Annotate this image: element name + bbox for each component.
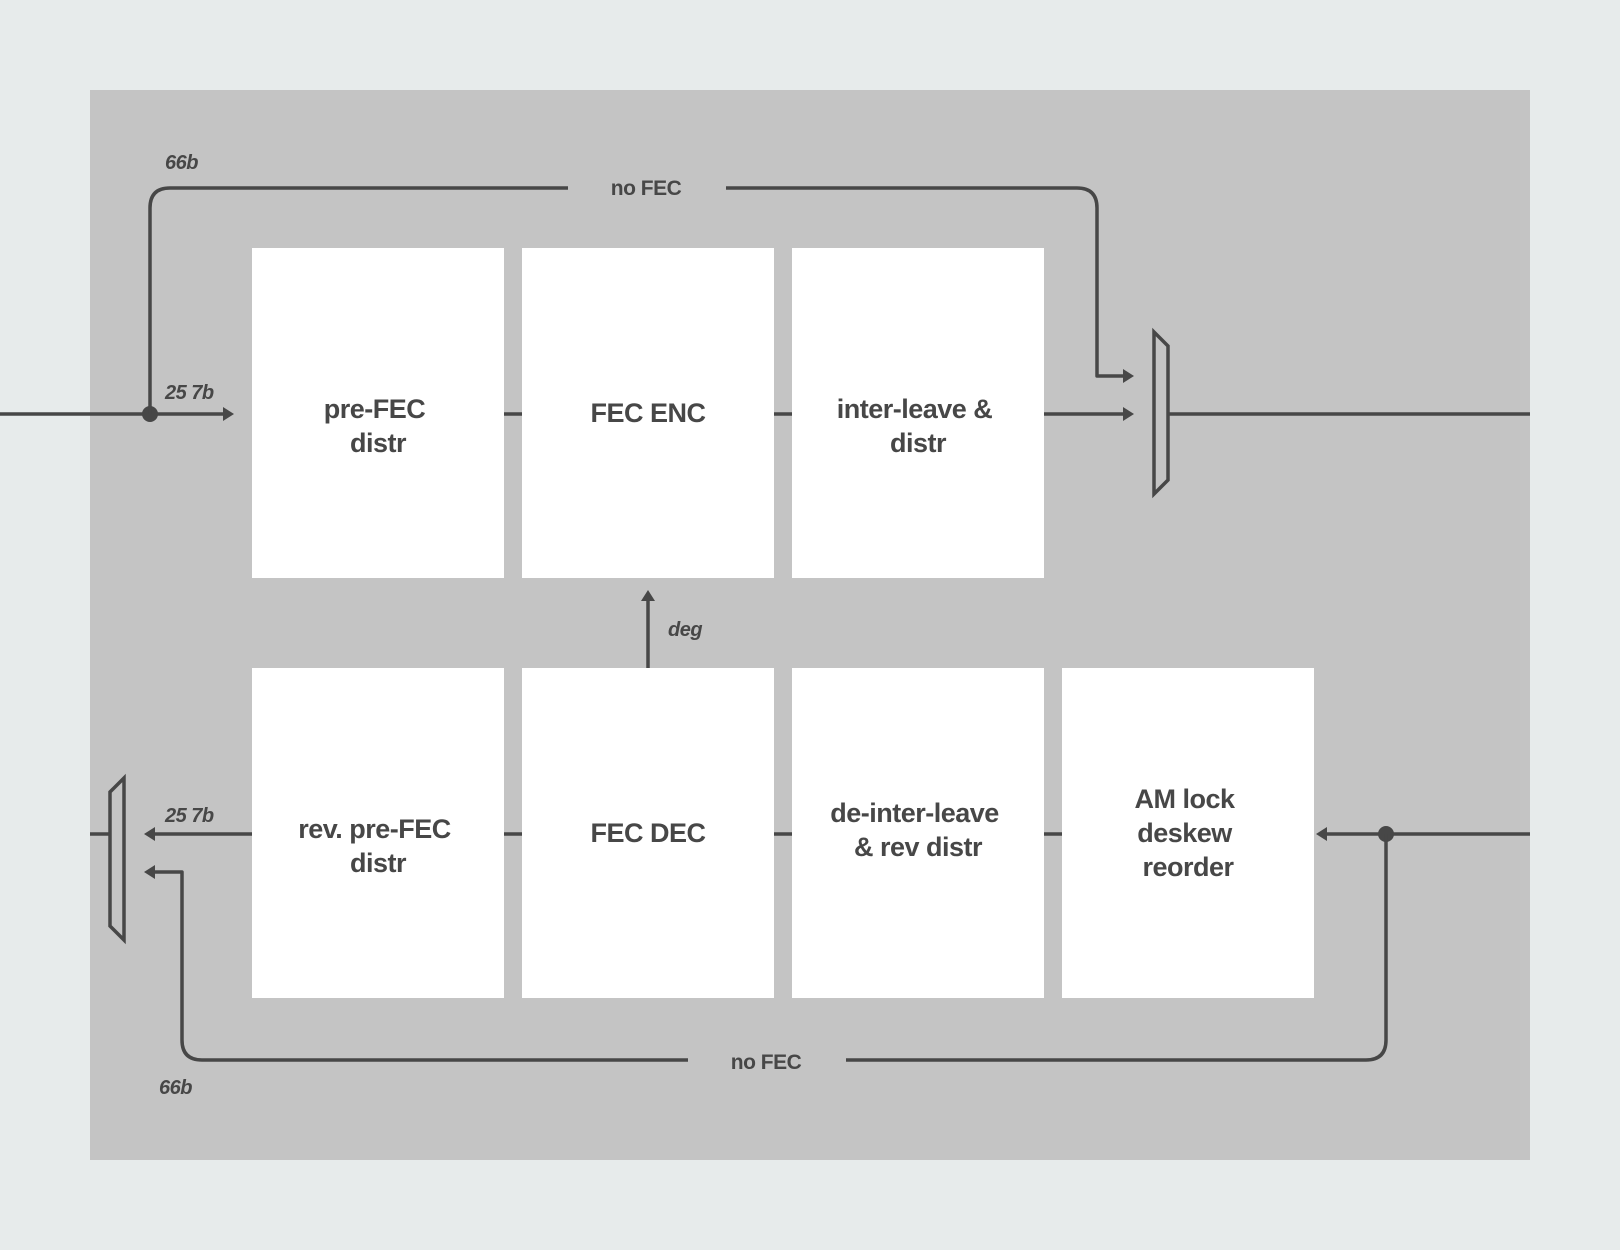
pre-fec-distr-label: pre-FEC distr bbox=[324, 394, 433, 458]
block-fec-enc bbox=[522, 248, 774, 578]
rev-pre-fec-distr-label: rev. pre-FEC distr bbox=[298, 814, 458, 878]
tx-bypass-label: no FEC bbox=[611, 177, 682, 200]
rx-wires bbox=[90, 773, 1530, 1062]
block-interleave-distr bbox=[792, 248, 1044, 578]
tx-input-arrowhead bbox=[223, 407, 234, 421]
tx-bypass-wire-left bbox=[148, 186, 568, 414]
tx-bypass-arrowhead bbox=[1123, 369, 1134, 383]
rx-input-arrowhead bbox=[1316, 827, 1327, 841]
tx-bypass-width-label: 66b bbox=[165, 152, 198, 174]
block-pre-fec-distr bbox=[252, 248, 504, 578]
block-am-lock-deskew-reorder bbox=[1062, 668, 1314, 998]
tx-fec-width-label: 25 7b bbox=[164, 382, 214, 404]
rx-bypass-wire-right bbox=[846, 834, 1388, 1062]
degrade-signal bbox=[641, 590, 655, 668]
rx-bypass-arrowhead bbox=[144, 865, 155, 879]
fec-enc-label: FEC ENC bbox=[590, 398, 705, 428]
block-fec-dec bbox=[522, 668, 774, 998]
tx-wires bbox=[0, 186, 1530, 499]
am-lock-deskew-reorder-label: AM lock deskew reorder bbox=[1134, 784, 1241, 882]
block-deinterleave-rev-distr bbox=[792, 668, 1044, 998]
tx-mux-arrowhead bbox=[1123, 407, 1134, 421]
rx-bypass-label: no FEC bbox=[731, 1051, 802, 1074]
rx-mux-icon bbox=[108, 773, 126, 945]
tx-mux-icon bbox=[1152, 327, 1170, 499]
rx-bypass-wire-left bbox=[154, 870, 688, 1062]
rx-bypass-width-label: 66b bbox=[159, 1077, 192, 1099]
fec-dec-label: FEC DEC bbox=[590, 818, 705, 848]
rx-fec-width-label: 25 7b bbox=[164, 805, 214, 827]
deg-label: deg bbox=[668, 619, 702, 641]
rx-mux-arrowhead bbox=[144, 827, 155, 841]
block-rev-pre-fec-distr bbox=[252, 668, 504, 998]
interleave-distr-label: inter-leave & distr bbox=[837, 394, 1000, 458]
tx-bypass-wire-right bbox=[726, 186, 1124, 378]
deinterleave-rev-distr-label: de-inter-leave & rev distr bbox=[830, 798, 1006, 862]
deg-arrowhead bbox=[641, 590, 655, 601]
